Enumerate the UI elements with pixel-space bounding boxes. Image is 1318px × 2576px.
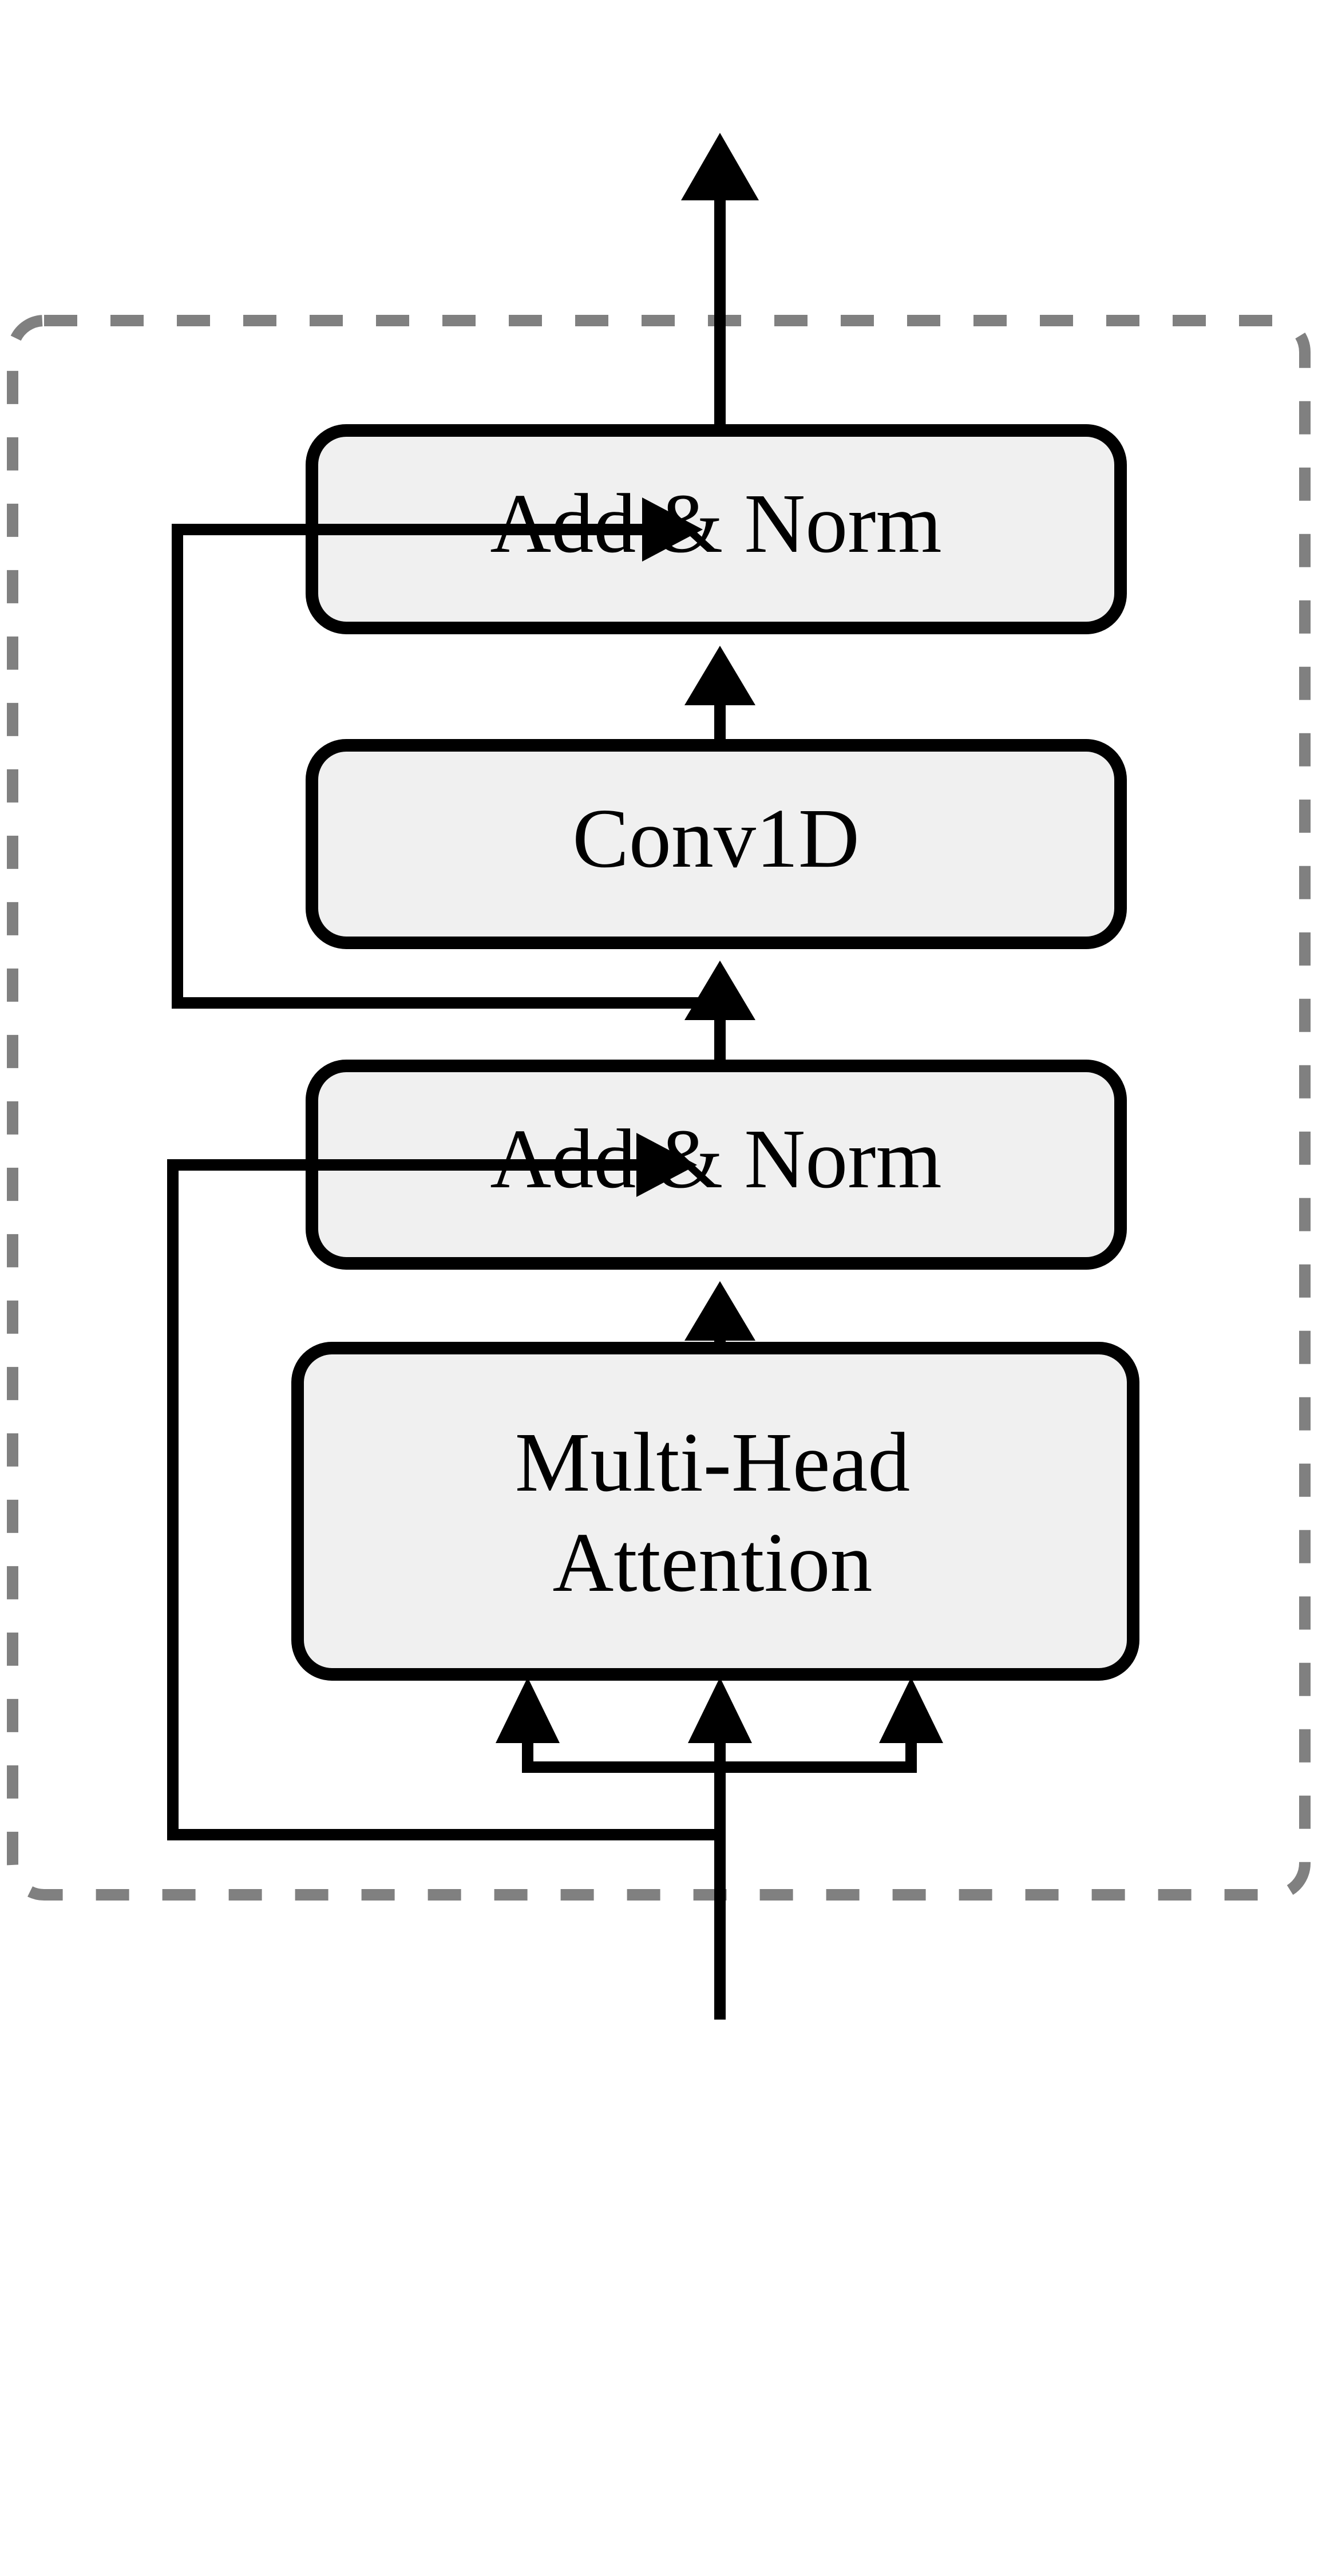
output-arrowhead-icon — [681, 133, 759, 200]
mha-to-add-norm-bottom-arrowhead-icon — [684, 1281, 755, 1341]
node-multi-head-attention[interactable]: Multi-Head Attention — [291, 1342, 1139, 1681]
multi-head-attention-label-line1: Multi-Head — [515, 1416, 911, 1510]
node-add-norm-bottom[interactable]: Add & Norm — [306, 1060, 1127, 1270]
residual-bottom-path — [167, 1159, 720, 1840]
fanout-query-arrowhead-icon — [496, 1677, 560, 1743]
add-norm-bottom-to-conv1d-arrowhead-icon — [684, 961, 755, 1020]
conv1d-box-outline — [306, 739, 1127, 949]
add-norm-top-box-fill — [312, 430, 1121, 628]
multi-head-attention-box-outline — [291, 1342, 1139, 1681]
node-add-norm-top[interactable]: Add & Norm — [306, 424, 1127, 634]
fanout-value-arrowhead-icon — [879, 1677, 943, 1743]
conv1d-label: Conv1D — [572, 792, 860, 886]
conv1d-to-add-norm-top-arrowhead-icon — [684, 646, 755, 705]
residual-bottom-arrowhead-icon — [636, 1133, 697, 1197]
multi-head-attention-box-fill — [298, 1348, 1133, 1674]
residual-top-arrowhead-icon — [642, 497, 703, 562]
add-norm-bottom-box-fill — [312, 1066, 1121, 1263]
residual-top-path — [172, 524, 720, 1009]
conv1d-box-fill — [312, 745, 1121, 943]
add-norm-top-label: Add & Norm — [490, 477, 941, 571]
add-norm-bottom-label: Add & Norm — [490, 1112, 941, 1206]
node-conv1d[interactable]: Conv1D — [306, 739, 1127, 949]
multi-head-attention-label-line2: Attention — [552, 1516, 872, 1610]
encoder-block-boundary — [7, 315, 1311, 1901]
fanout-key-arrowhead-icon — [688, 1677, 752, 1743]
